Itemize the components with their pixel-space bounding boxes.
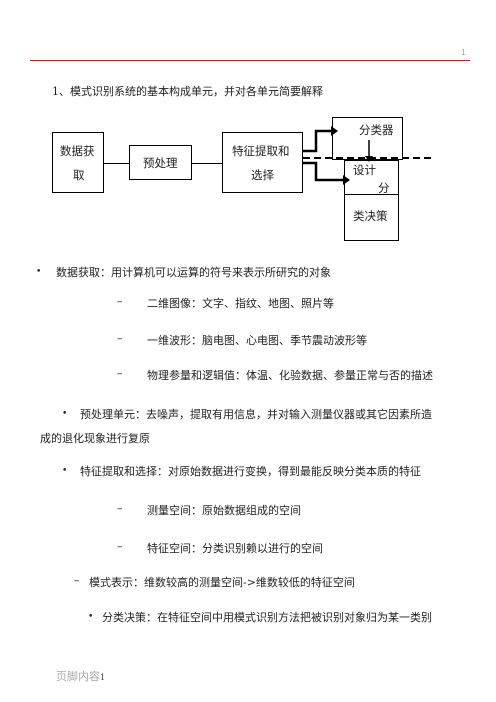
item-physical-params: 物理参量和逻辑值：体温、化验数据、参量正常与否的描述 [147, 369, 433, 382]
dash-1: – [117, 295, 123, 308]
box5-line2: 分 [378, 181, 390, 195]
box1-line1: 数据获 [60, 144, 95, 158]
bullet-4: • [88, 612, 94, 622]
footer-label: 页脚内容 [56, 670, 100, 683]
bullet-1: • [36, 267, 42, 277]
box2-label: 预处理 [143, 156, 178, 170]
item-classification-decision: 分类决策：在特征空间中用模式识别方法把被识别对象归为某一类别 [102, 611, 432, 624]
bullet-3: • [62, 466, 68, 476]
classifier-box: 分类器 [332, 117, 403, 160]
arrow-to-decision [303, 161, 343, 182]
connector-1 [104, 163, 130, 164]
item-2d-image: 二维图像：文字、指纹、地图、照片等 [147, 297, 334, 310]
decision-box: 类决策 [344, 194, 399, 241]
box1-line2: 取 [73, 168, 85, 182]
item-measurement-space: 测量空间：原始数据组成的空间 [147, 504, 301, 517]
arrow-to-classifier [303, 129, 331, 153]
section-title: 1、模式识别系统的基本构成单元，并对各单元简要解释 [52, 85, 323, 98]
page-number: 1 [461, 48, 466, 57]
box6-label: 类决策 [353, 209, 388, 223]
box4-label: 分类器 [359, 123, 394, 137]
box5-line1: 设计 [353, 163, 376, 177]
header-rule [30, 60, 470, 61]
arrow-head-lower [343, 175, 350, 185]
bullet-2: • [62, 409, 68, 419]
data-acquisition-box: 数据获 取 [52, 132, 104, 193]
diagram-arrows [303, 126, 432, 185]
preprocessing-box: 预处理 [129, 145, 192, 180]
dash-2: – [117, 332, 123, 345]
box3-line1: 特征提取和 [232, 144, 290, 158]
dash-5: – [117, 540, 123, 553]
item-preprocessing-cont: 成的退化现象进行复原 [40, 432, 150, 445]
item-preprocessing: 预处理单元：去噪声，提取有用信息，并对输入测量仪器或其它因素所造 [80, 408, 432, 421]
connector-2 [192, 163, 222, 164]
design-box: 设计 分 [344, 160, 399, 195]
dash-3: – [117, 367, 123, 380]
feature-extraction-box: 特征提取和 选择 [222, 132, 303, 193]
item-1d-waveform: 一维波形：脑电图、心电图、季节震动波形等 [147, 334, 367, 347]
item-data-acquisition: 数据获取：用计算机可以运算的符号来表示所研究的对象 [56, 266, 331, 279]
arrow-head-upper [331, 126, 338, 136]
dash-4: – [117, 502, 123, 515]
dash-6: – [74, 574, 80, 587]
footer: 页脚内容1 [56, 668, 105, 684]
footer-number: 1 [100, 673, 106, 682]
item-pattern-representation: 模式表示：维数较高的测量空间->维数较低的特征空间 [89, 576, 355, 589]
item-feature-extraction: 特征提取和选择：对原始数据进行变换，得到最能反映分类本质的特征 [80, 465, 421, 478]
item-feature-space: 特征空间：分类识别赖以进行的空间 [147, 542, 323, 555]
box3-line2: 选择 [251, 168, 274, 182]
arrow-head-design [365, 156, 373, 162]
